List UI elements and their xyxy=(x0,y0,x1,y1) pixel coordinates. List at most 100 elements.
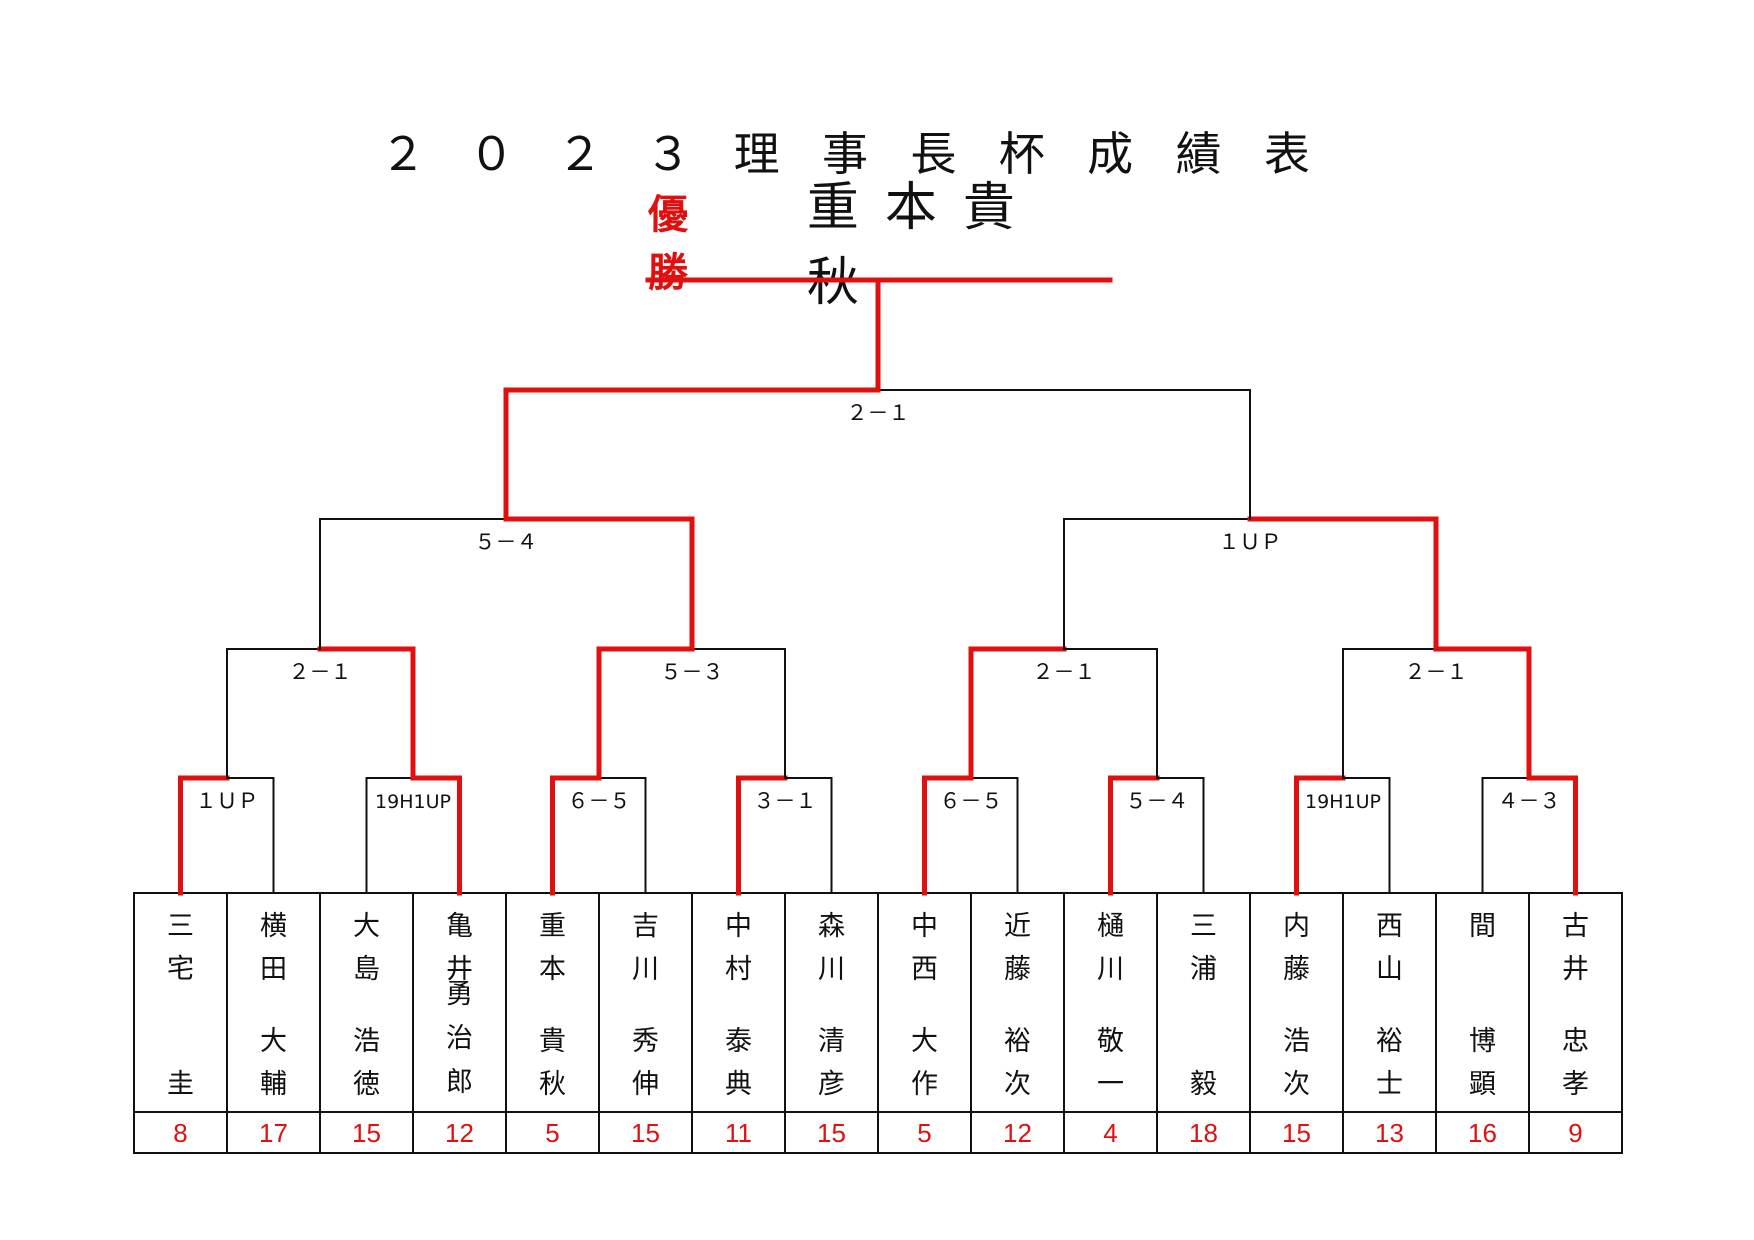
player-given-char: 裕 xyxy=(1004,1026,1031,1057)
player-family-char: 中 xyxy=(725,911,752,942)
player-score: 9 xyxy=(1568,1118,1582,1148)
player-given-char: 徳 xyxy=(353,1069,380,1100)
player-family-char: 亀 xyxy=(446,911,473,942)
match-result: ２－１ xyxy=(289,660,352,684)
title-char: 杯 xyxy=(998,127,1045,181)
player-family-char: 中 xyxy=(911,911,938,942)
player-family-char: 川 xyxy=(632,954,659,985)
match-result: 19H1UP xyxy=(1305,791,1381,813)
player-given-char: 勇 xyxy=(446,979,473,1010)
player-score: 13 xyxy=(1375,1118,1404,1148)
player-family-char: 宅 xyxy=(167,954,194,985)
champion-banner: 優 勝 重本貴秋 xyxy=(642,178,1112,313)
player-family-char: 樋 xyxy=(1097,911,1124,942)
match-result: ２－１ xyxy=(1033,660,1096,684)
player-score: 15 xyxy=(1282,1118,1311,1148)
player-family-char: 藤 xyxy=(1283,954,1310,985)
player-family-char: 吉 xyxy=(632,911,659,942)
match-result: ４－３ xyxy=(1498,789,1561,813)
player-family-char: 川 xyxy=(818,954,845,985)
match-result: １ＵＰ xyxy=(196,789,259,813)
player-family-char: 本 xyxy=(539,954,566,985)
match-result: ５－４ xyxy=(1126,789,1189,813)
player-given-char: 浩 xyxy=(353,1026,380,1057)
player-score: 5 xyxy=(917,1118,931,1148)
player-score: 12 xyxy=(445,1118,474,1148)
match-result: １ＵＰ xyxy=(1219,530,1282,554)
title-char: 事 xyxy=(821,127,868,181)
player-given-char: 輔 xyxy=(260,1069,287,1100)
match-result: ３－１ xyxy=(754,789,817,813)
title-char: 績 xyxy=(1175,127,1222,181)
player-given-char: 典 xyxy=(725,1069,752,1100)
player-given-char: 毅 xyxy=(1190,1069,1217,1100)
player-given-char: 裕 xyxy=(1376,1026,1403,1057)
player-given-char: 郎 xyxy=(446,1067,473,1098)
player-score: 18 xyxy=(1189,1118,1218,1148)
player-score: 15 xyxy=(817,1118,846,1148)
player-given-char: 一 xyxy=(1097,1069,1124,1100)
player-score: 5 xyxy=(545,1118,559,1148)
player-given-char: 作 xyxy=(911,1069,938,1100)
player-family-char: 井 xyxy=(1562,954,1589,985)
player-score: 8 xyxy=(173,1118,187,1148)
player-family-char: 西 xyxy=(911,954,938,985)
player-given-char: 次 xyxy=(1004,1069,1031,1100)
player-given-char: 伸 xyxy=(632,1069,659,1100)
title-char: ２ xyxy=(556,127,603,181)
match-result: ５－４ xyxy=(475,530,538,554)
player-family-char: 山 xyxy=(1376,954,1403,985)
match-result: ５－３ xyxy=(661,660,724,684)
player-score: 15 xyxy=(352,1118,381,1148)
player-given-char: 次 xyxy=(1283,1069,1310,1100)
player-family-char: 井 xyxy=(446,954,473,985)
title-char: ２ xyxy=(380,127,426,181)
player-given-char: 士 xyxy=(1376,1069,1403,1100)
player-given-char: 大 xyxy=(260,1026,287,1057)
player-family-char: 三 xyxy=(1190,911,1217,942)
title-char: 理 xyxy=(733,127,780,181)
player-family-char: 間 xyxy=(1469,911,1496,942)
player-family-char: 重 xyxy=(539,911,566,942)
player-given-char: 秀 xyxy=(632,1026,659,1057)
player-family-char: 村 xyxy=(725,954,752,985)
player-given-char: 貴 xyxy=(539,1026,566,1057)
champion-name: 重本貴秋 xyxy=(806,178,1041,313)
title-char: ０ xyxy=(468,127,515,181)
champion-label: 優 勝 xyxy=(648,191,702,296)
player-family-char: 島 xyxy=(353,954,380,985)
player-given-char: 博 xyxy=(1469,1026,1496,1057)
player-score: 12 xyxy=(1003,1118,1032,1148)
player-given-char: 大 xyxy=(911,1026,938,1057)
player-family-char: 内 xyxy=(1283,911,1310,942)
title-char: ３ xyxy=(645,127,692,181)
player-given-char: 泰 xyxy=(725,1026,752,1057)
player-given-char: 圭 xyxy=(167,1069,194,1100)
player-family-char: 横 xyxy=(260,911,287,942)
player-given-char: 顕 xyxy=(1469,1069,1496,1100)
player-family-char: 大 xyxy=(353,911,380,942)
player-given-char: 敬 xyxy=(1097,1026,1124,1057)
player-family-char: 三 xyxy=(167,911,194,942)
player-family-char: 藤 xyxy=(1004,954,1031,985)
match-result: 19H1UP xyxy=(375,791,451,813)
player-given-char: 忠 xyxy=(1562,1026,1589,1057)
player-family-char: 西 xyxy=(1376,911,1403,942)
title-char: 表 xyxy=(1263,127,1310,181)
match-result: ６－５ xyxy=(568,789,631,813)
player-family-char: 田 xyxy=(260,954,287,985)
title-char: 成 xyxy=(1087,127,1134,181)
player-family-char: 近 xyxy=(1004,911,1031,942)
player-family-char: 川 xyxy=(1097,954,1124,985)
player-given-char: 清 xyxy=(818,1026,845,1057)
player-given-char: 浩 xyxy=(1283,1026,1310,1057)
match-result: ２－１ xyxy=(847,401,910,425)
match-result: ６－５ xyxy=(940,789,1003,813)
player-score: 11 xyxy=(725,1118,752,1148)
player-family-char: 浦 xyxy=(1190,954,1217,985)
player-score: 16 xyxy=(1468,1118,1497,1148)
player-family-char: 古 xyxy=(1562,911,1589,942)
